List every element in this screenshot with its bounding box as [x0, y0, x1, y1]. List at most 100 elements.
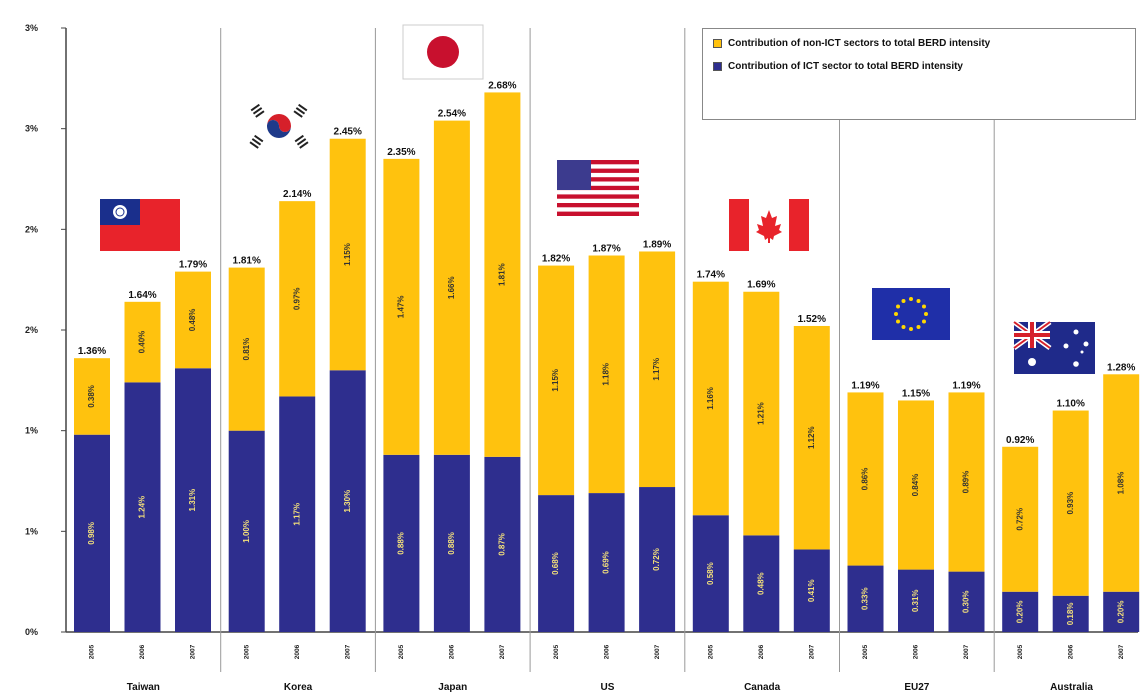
y-tick-label: 3% [25, 23, 38, 33]
bar-non-ict [228, 267, 265, 431]
bar-total-label: 1.89% [643, 239, 671, 250]
x-tick-label: 2006 [449, 644, 456, 659]
x-tick-label: 2006 [139, 644, 146, 659]
bar-non-ict-label: 0.81% [242, 338, 251, 361]
bar-ict [383, 454, 420, 632]
bar-ict-label: 0.48% [756, 572, 765, 595]
x-tick-label: 2005 [398, 644, 405, 659]
bar-non-ict [1103, 374, 1140, 592]
bar-ict [175, 368, 211, 632]
bar-non-ict [433, 120, 470, 455]
bar-non-ict-label: 0.38% [87, 385, 96, 408]
bar-non-ict [1002, 446, 1039, 592]
bar-non-ict-label: 0.97% [292, 287, 301, 310]
y-tick-label: 1% [25, 426, 38, 436]
flags-layer [100, 24, 1095, 374]
bar-ict [743, 535, 780, 632]
x-tick-label: 2007 [654, 644, 661, 659]
bar-total-label: 1.52% [798, 314, 826, 325]
bar-ict [639, 487, 676, 632]
category-label: Canada [744, 682, 781, 693]
bar-total-label: 1.15% [902, 388, 930, 399]
bar-ict-label: 0.33% [861, 587, 870, 610]
bar-ict-label: 0.20% [1116, 601, 1125, 624]
taiwan-flag [100, 199, 180, 251]
y-tick-label: 0% [25, 627, 38, 637]
bar-non-ict [538, 265, 575, 496]
bar-non-ict-label: 1.66% [447, 276, 456, 299]
category-label: Australia [1050, 682, 1093, 693]
bar-total-label: 2.54% [438, 109, 466, 120]
bar-non-ict-label: 0.93% [1066, 492, 1075, 515]
legend-entry-ict: Contribution of ICT sector to total BERD… [713, 60, 1125, 73]
us-flag [557, 160, 639, 216]
bar-non-ict [692, 281, 729, 516]
bar-ict-label: 0.31% [911, 589, 920, 612]
bar-non-ict-label: 0.72% [1015, 508, 1024, 531]
bar-non-ict-label: 1.15% [551, 369, 560, 392]
category-label: Taiwan [127, 682, 160, 693]
legend-swatch-non-ict [713, 39, 722, 48]
bar-total-label: 2.45% [334, 127, 362, 138]
bar-non-ict [948, 392, 985, 572]
bar-ict [433, 454, 470, 632]
x-tick-label: 2006 [294, 644, 301, 659]
bar-non-ict [74, 358, 110, 435]
legend-swatch-ict [713, 62, 722, 71]
bar-non-ict [588, 255, 625, 494]
bar-non-ict [793, 325, 830, 550]
x-tick-label: 2005 [862, 644, 869, 659]
bar-total-label: 1.69% [747, 280, 775, 291]
bar-non-ict-label: 1.17% [652, 358, 661, 381]
bar-non-ict [639, 251, 676, 488]
bar-ict-label: 0.98% [87, 522, 96, 545]
category-label: Korea [284, 682, 313, 693]
bar-non-ict-label: 1.16% [706, 387, 715, 410]
bar-ict [74, 434, 110, 632]
bar-non-ict-label: 0.86% [861, 468, 870, 491]
legend-label-ict: Contribution of ICT sector to total BERD… [728, 61, 963, 72]
bar-non-ict-label: 1.12% [807, 426, 816, 449]
bar-ict-label: 0.20% [1015, 601, 1024, 624]
bar-non-ict-label: 1.08% [1116, 472, 1125, 495]
bar-ict-label: 0.58% [706, 562, 715, 585]
bar-total-label: 1.64% [128, 290, 156, 301]
bar-non-ict-label: 0.89% [962, 471, 971, 494]
x-tick-label: 2007 [809, 644, 816, 659]
x-tick-label: 2007 [499, 644, 506, 659]
y-tick-label: 3% [25, 124, 38, 134]
bars-layer: Taiwan1.36%0.98%0.38%20051.64%1.24%0.40%… [74, 28, 1140, 693]
bar-total-label: 2.35% [387, 147, 415, 158]
x-tick-label: 2005 [243, 644, 250, 659]
bar-non-ict-label: 1.47% [397, 296, 406, 319]
bar-total-label: 0.92% [1006, 435, 1034, 446]
x-tick-label: 2007 [963, 644, 970, 659]
bar-ict [948, 571, 985, 632]
y-tick-label: 2% [25, 224, 38, 234]
bar-total-label: 2.14% [283, 189, 311, 200]
australia-flag [1012, 319, 1095, 374]
bar-non-ict [847, 392, 884, 566]
bar-non-ict-label: 0.48% [188, 309, 197, 332]
bar-ict-label: 1.24% [138, 496, 147, 519]
bar-total-label: 1.74% [697, 270, 725, 281]
bar-total-label: 1.81% [233, 256, 261, 267]
bar-ict [228, 430, 265, 632]
bar-total-label: 1.19% [952, 380, 980, 391]
bar-ict [1002, 591, 1039, 632]
x-tick-label: 2007 [344, 644, 351, 659]
bar-total-label: 1.79% [179, 260, 207, 271]
legend-label-non-ict: Contribution of non-ICT sectors to total… [728, 38, 991, 49]
bar-ict [588, 493, 625, 632]
bar-total-label: 1.28% [1107, 362, 1135, 373]
canada-flag [729, 199, 809, 251]
bar-ict [124, 382, 161, 632]
bar-ict-label: 1.17% [292, 503, 301, 526]
bar-non-ict [329, 138, 366, 371]
bar-ict [538, 495, 575, 632]
bar-non-ict-label: 1.15% [343, 243, 352, 266]
bar-total-label: 2.68% [488, 80, 516, 91]
x-tick-label: 2005 [1017, 644, 1024, 659]
bar-non-ict [124, 301, 161, 383]
